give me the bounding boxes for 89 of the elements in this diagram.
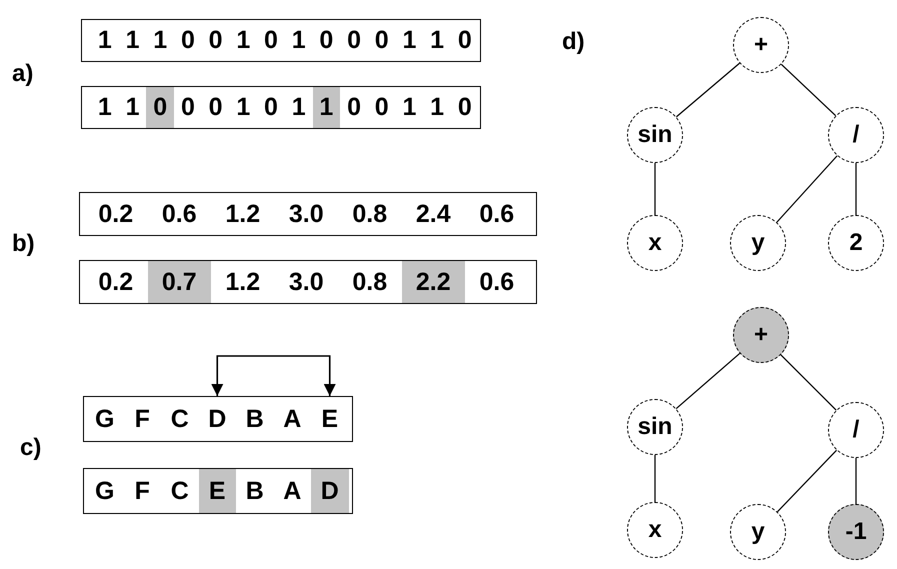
gene-value: 1	[118, 20, 146, 61]
gene-value: 0	[202, 20, 230, 61]
tree-branch	[855, 458, 857, 504]
gene-value: 0.8	[338, 193, 402, 235]
gene-value: E	[311, 397, 348, 441]
gene-value: 1	[146, 20, 174, 61]
tree-branch	[676, 62, 740, 118]
tree-node: x	[627, 502, 683, 558]
tree-branch	[654, 163, 656, 215]
gene-value: F	[124, 397, 161, 441]
panel-label: a)	[12, 62, 34, 86]
gene-value: 1.2	[211, 261, 274, 303]
tree-node: y	[730, 215, 786, 271]
gene-value: 0	[450, 87, 479, 128]
gene-value: 2.4	[402, 193, 465, 235]
gene-value: 0.2	[84, 261, 148, 303]
tree-node: y	[730, 504, 786, 560]
gene-value: 3.0	[274, 261, 338, 303]
tree-node: sin	[627, 107, 683, 163]
gene-value: 0	[368, 87, 396, 128]
gene-value: A	[274, 469, 311, 513]
tree-branch	[780, 354, 837, 411]
gene-value: 1	[396, 20, 424, 61]
tree-node: +	[733, 17, 789, 73]
gene-value: 0	[202, 87, 230, 128]
tree-branch	[654, 455, 656, 502]
tree-branch	[855, 163, 857, 215]
tree-node: x	[627, 215, 683, 271]
tree-branch	[780, 64, 836, 116]
gene-value: 1	[91, 20, 119, 61]
gene-value: 1	[396, 87, 424, 128]
gene-value: 0	[312, 20, 340, 61]
gene-value: F	[124, 469, 161, 513]
gene-value: 1	[229, 87, 258, 128]
mutated-gene: E	[198, 469, 236, 513]
gene-value: 1	[284, 20, 312, 61]
tree-branch	[776, 155, 838, 223]
gene-value: 0	[368, 20, 396, 61]
tree-node: -1	[828, 504, 884, 560]
sequence-box	[81, 19, 481, 62]
gene-value: G	[86, 397, 124, 441]
gene-value: 0	[174, 87, 202, 128]
mutated-gene: 2.2	[402, 261, 465, 303]
gene-value: B	[236, 397, 274, 441]
gene-value: 1.2	[211, 193, 274, 235]
tree-node: /	[828, 402, 884, 458]
tree-branch	[676, 352, 740, 410]
gene-value: 0.8	[338, 261, 402, 303]
sequence-box	[83, 396, 353, 442]
gene-value: 0	[450, 20, 479, 61]
tree-node: /	[828, 107, 884, 163]
panel-label: c)	[20, 436, 42, 460]
mutated-gene: 0	[146, 87, 174, 128]
gene-value: 1	[284, 87, 312, 128]
gene-value: 0	[174, 20, 202, 61]
gene-value: C	[161, 397, 198, 441]
gene-value: 0.6	[148, 193, 211, 235]
mutated-gene: D	[311, 469, 348, 513]
gene-value: 1	[229, 20, 258, 61]
sequence-box	[83, 468, 353, 514]
gene-value: 3.0	[274, 193, 338, 235]
gene-value: 0	[257, 20, 285, 61]
gene-value: 1	[91, 87, 119, 128]
sequence-box	[81, 86, 481, 129]
mutated-gene: 0.7	[148, 261, 211, 303]
sequence-box	[79, 192, 537, 236]
gene-value: 0.2	[84, 193, 148, 235]
panel-label: d)	[562, 30, 585, 54]
gene-value: 0	[340, 20, 368, 61]
tree-node: sin	[627, 399, 683, 455]
gene-value: 0.6	[465, 261, 528, 303]
gene-value: 1	[118, 87, 146, 128]
gene-value: A	[274, 397, 311, 441]
tree-branch	[776, 450, 838, 512]
gene-value: C	[161, 469, 198, 513]
swap-arrow	[211, 355, 336, 396]
panel-label: b)	[12, 232, 35, 256]
gene-value: D	[198, 397, 236, 441]
gene-value: 0.6	[465, 193, 528, 235]
tree-node: 2	[828, 215, 884, 271]
gene-value: 1	[423, 20, 451, 61]
gene-value: 1	[423, 87, 451, 128]
sequence-box	[79, 260, 537, 304]
gene-value: B	[236, 469, 274, 513]
gene-value: 0	[257, 87, 285, 128]
mutated-gene: 1	[312, 87, 340, 128]
gene-value: G	[86, 469, 124, 513]
gene-value: 0	[340, 87, 368, 128]
tree-node: +	[733, 307, 789, 363]
